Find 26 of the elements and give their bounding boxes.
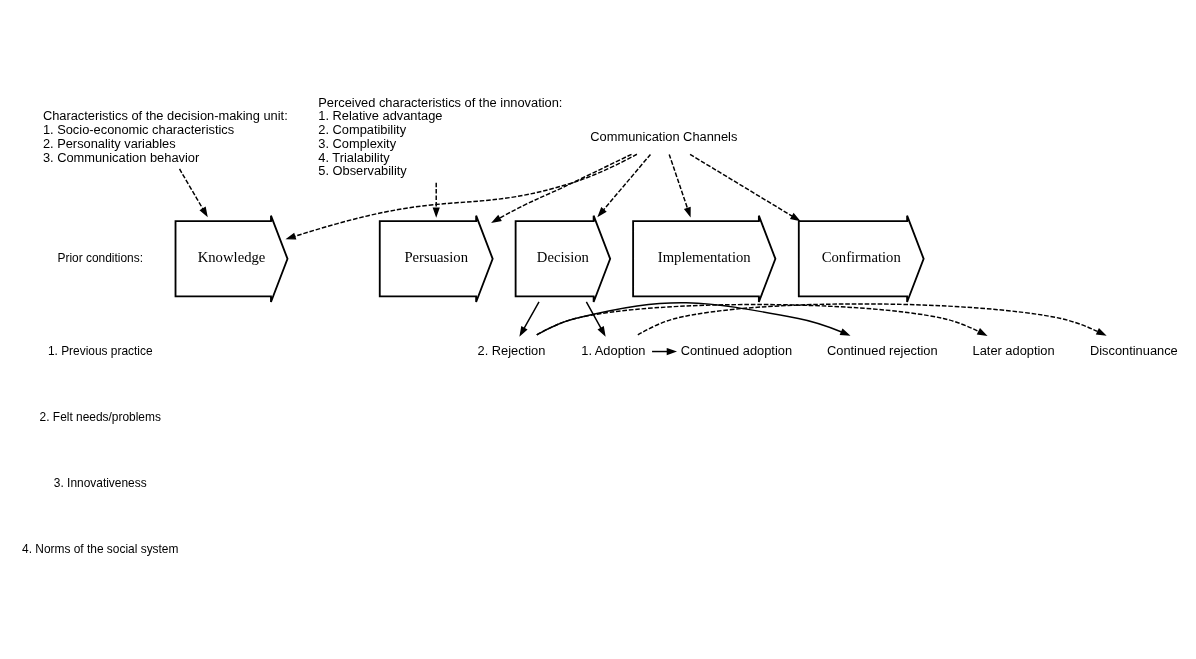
arrow — [689, 153, 801, 222]
arrow — [536, 303, 988, 336]
label: 3. Innovativeness — [53, 475, 147, 490]
label: 1. Previous practice — [47, 343, 153, 358]
arrow — [519, 301, 540, 337]
node-text: Continued rejection — [827, 342, 938, 358]
arrow — [668, 153, 691, 218]
node-text: Characteristics of the decision-making unit: 1. Socio-economic characteristics 2. Personality variables 3. Communication behavior — [42, 108, 288, 165]
arrow — [585, 301, 606, 337]
node-text: Continued adoption — [680, 342, 793, 358]
node-text: Communication Channels — [590, 129, 738, 145]
label: Prior conditions: — [57, 250, 143, 265]
arrow — [285, 153, 638, 240]
arrow — [597, 153, 652, 218]
arrow — [178, 168, 208, 218]
arrow — [491, 153, 633, 224]
node-text: Later adoption — [972, 342, 1055, 358]
label: 2. Felt needs/problems — [39, 409, 161, 424]
arrow — [536, 302, 851, 336]
node-text: 1. Adoption — [581, 342, 646, 358]
node-text: Perceived characteristics of the innovation: 1. Relative advantage 2. Compatibility 3. Complexity 4. Trialability 5. Observability — [318, 94, 563, 179]
arrow — [637, 303, 1107, 336]
arrow — [432, 181, 440, 218]
node-text: 2. Rejection — [477, 342, 546, 358]
node-text: Discontinuance — [1089, 342, 1178, 358]
label: 4. Norms of the social system — [22, 541, 179, 556]
